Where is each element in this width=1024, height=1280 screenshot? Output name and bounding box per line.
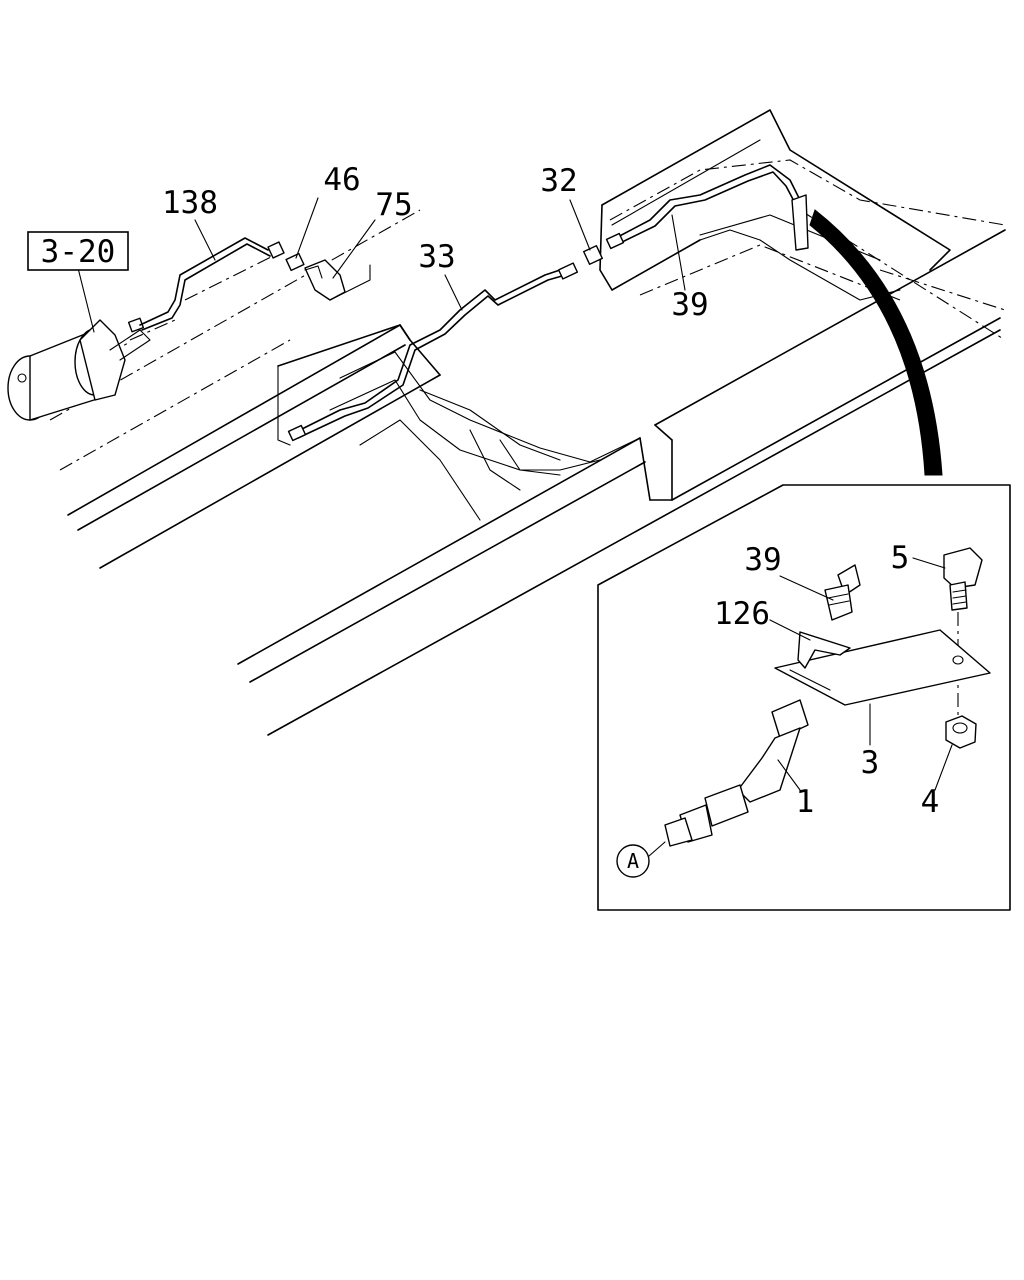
- label-4: 4: [921, 784, 940, 820]
- air-tank-assembly: [7, 317, 151, 421]
- detail-view: [597, 484, 1011, 911]
- label-3: 3: [861, 745, 880, 781]
- label-46: 46: [323, 162, 360, 198]
- label-75: 75: [375, 187, 412, 223]
- label-39: 39: [671, 287, 708, 323]
- label-39-detail: 39: [744, 542, 781, 578]
- label-32: 32: [540, 163, 577, 199]
- label-33: 33: [418, 239, 455, 275]
- label-138: 138: [162, 185, 218, 221]
- label-1: 1: [796, 784, 815, 820]
- leader-lines: [77, 197, 953, 791]
- brake-pipes: [139, 164, 809, 442]
- label-5: 5: [891, 540, 910, 576]
- chassis-frame: [49, 109, 1006, 736]
- ref-box-3-20: [27, 231, 129, 271]
- label-A: A: [627, 849, 639, 873]
- label-126: 126: [714, 596, 770, 632]
- guide-lines: [44, 209, 1006, 401]
- detail-arrow: [809, 209, 943, 476]
- label-3-20: 3-20: [41, 234, 116, 270]
- callout-labels: 3-20 138 46 75 33 32 39 39 126 5 3 4 1 A: [27, 162, 940, 873]
